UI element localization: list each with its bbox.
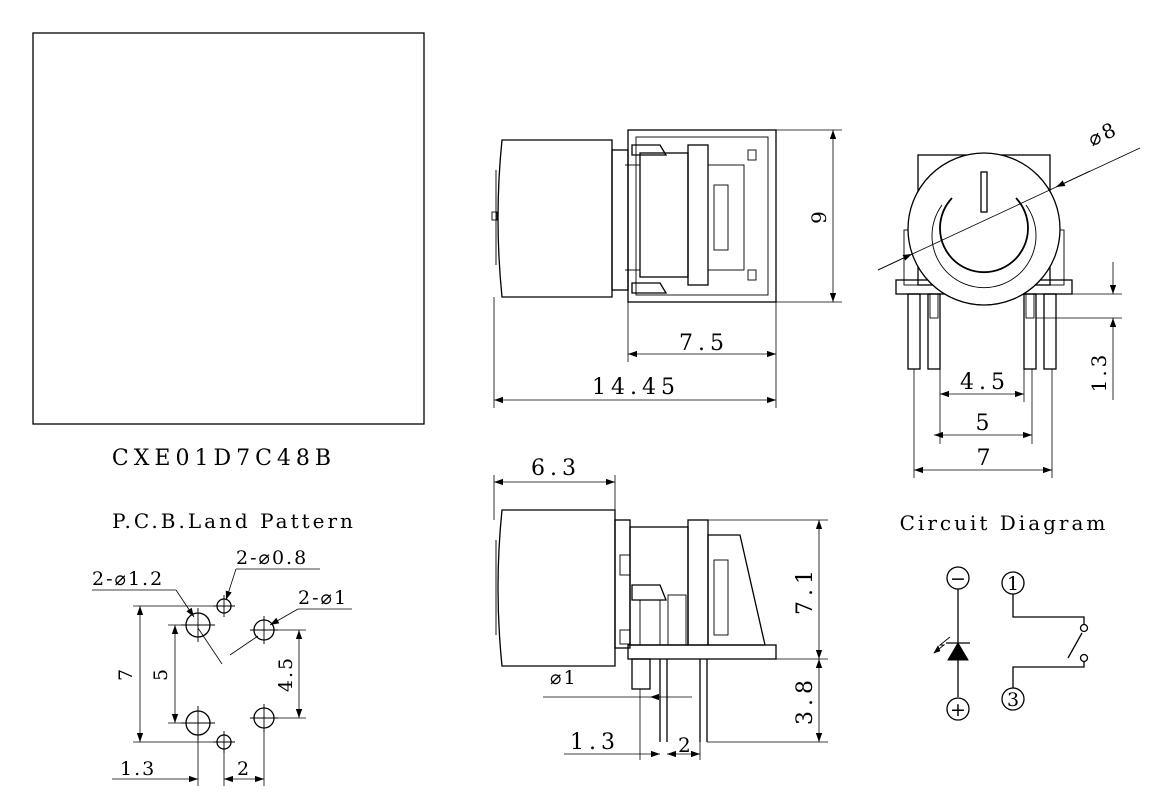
pcb-dim-4-5: 4.5 bbox=[275, 656, 297, 692]
pcb-label-hole-small: 2-⌀0.8 bbox=[236, 547, 308, 569]
bottom-view: 6.3 7.1 3.8 ⌀1 1.3 2 bbox=[493, 456, 828, 760]
bottom-dim-3-8: 3.8 bbox=[793, 675, 818, 725]
front-dim-4-5: 4.5 bbox=[960, 370, 1010, 395]
side-dim-14-45: 14.45 bbox=[592, 375, 680, 400]
product-image-frame bbox=[32, 32, 425, 425]
side-dim-7-5: 7.5 bbox=[679, 331, 729, 356]
pcb-label-hole-large: 2-⌀1.2 bbox=[92, 568, 164, 590]
circuit-diagram: Circuit Diagram − + 1 3 bbox=[900, 511, 1109, 721]
bottom-dim-2: 2 bbox=[678, 733, 694, 757]
plus-terminal bbox=[946, 697, 970, 721]
pcb-dim-2: 2 bbox=[237, 758, 251, 780]
pcb-land-pattern-title: P.C.B.Land Pattern bbox=[112, 509, 356, 533]
pin-3-terminal bbox=[1001, 687, 1025, 711]
bottom-dim-6-3: 6.3 bbox=[531, 456, 581, 481]
pcb-dim-7: 7 bbox=[115, 667, 137, 681]
front-dim-1-3: 1.3 bbox=[1087, 352, 1111, 393]
front-dia-8: ⌀8 bbox=[1084, 116, 1122, 151]
led-symbol bbox=[947, 642, 969, 661]
side-view: 9 7.5 14.45 bbox=[491, 129, 842, 408]
front-dim-5: 5 bbox=[976, 411, 995, 436]
circuit-diagram-title: Circuit Diagram bbox=[900, 511, 1109, 535]
front-dim-7: 7 bbox=[977, 446, 996, 471]
pcb-dim-5: 5 bbox=[150, 667, 172, 681]
bottom-dia-1: ⌀1 bbox=[550, 667, 578, 689]
pcb-dim-1-3: 1.3 bbox=[120, 758, 156, 780]
pin-1-label: 1 bbox=[1007, 573, 1019, 595]
pin-3-label: 3 bbox=[1007, 689, 1019, 711]
model-number: CXE01D7C48B bbox=[112, 446, 336, 471]
pcb-label-hole-medium: 2-⌀1 bbox=[298, 587, 348, 609]
minus-sign: − bbox=[950, 568, 966, 590]
switch-contact bbox=[1067, 632, 1083, 659]
side-dim-9: 9 bbox=[807, 208, 831, 224]
bottom-dim-1-3: 1.3 bbox=[570, 730, 620, 755]
plus-sign: + bbox=[950, 699, 966, 721]
bottom-dim-7-1: 7.1 bbox=[793, 565, 818, 615]
pcb-land-pattern: P.C.B.Land Pattern 2-⌀1.2 bbox=[92, 509, 356, 786]
front-view: ⌀8 1.3 4.5 5 7 bbox=[877, 116, 1141, 478]
